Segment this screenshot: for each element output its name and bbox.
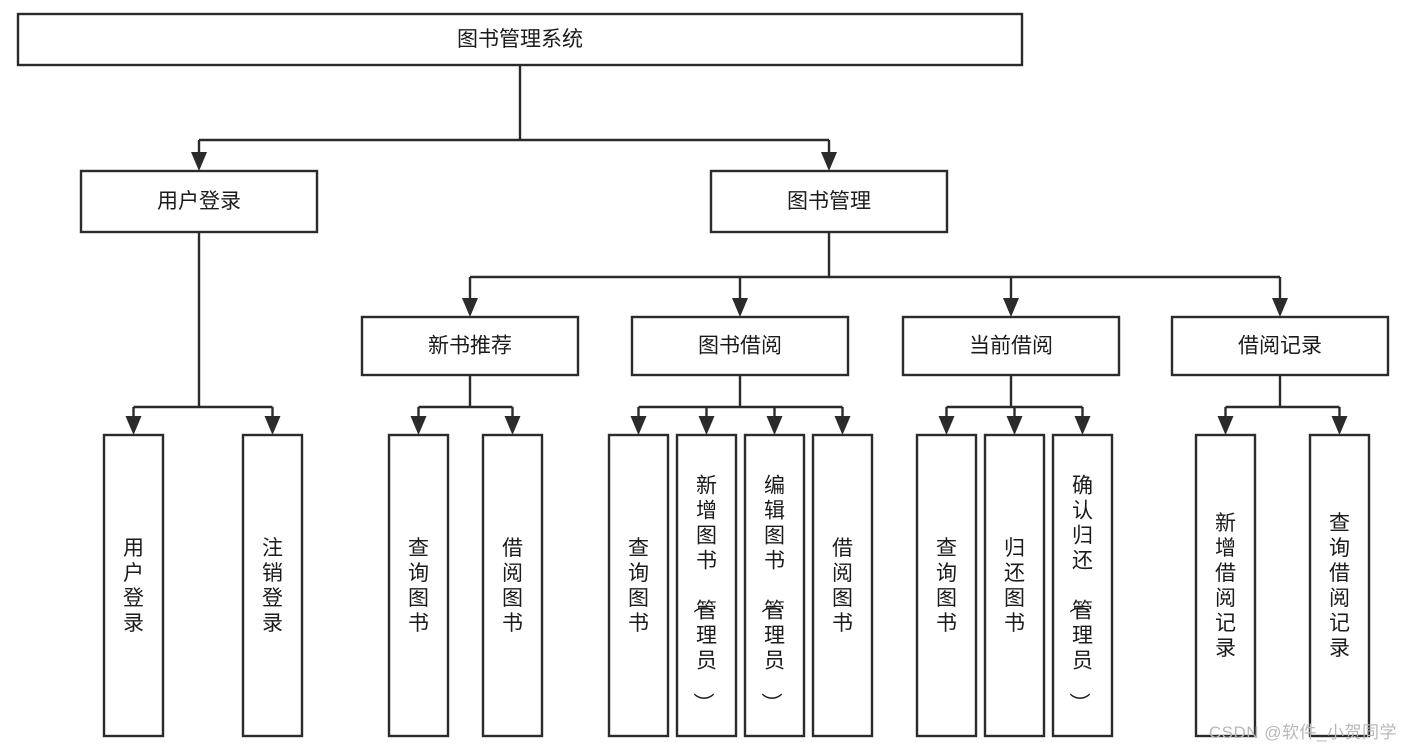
node-box-leaf-borrow-book-1[interactable] (481, 433, 544, 738)
node-leaf-return-book[interactable]: 归还图书 (983, 433, 1046, 738)
node-box-leaf-add-record[interactable] (1194, 433, 1257, 738)
node-book-manage[interactable]: 图书管理 (709, 169, 949, 234)
arrowhead-leaf-query-book-1 (410, 416, 427, 435)
node-leaf-confirm-return[interactable]: 确认归还（管理员） (1051, 433, 1114, 738)
node-label-leaf-borrow-book-1: 借阅图书 (502, 537, 523, 635)
node-box-current-borrow[interactable] (901, 315, 1121, 377)
node-label-current-borrow: 当前借阅 (969, 335, 1053, 358)
node-leaf-logout[interactable]: 注销登录 (241, 433, 304, 738)
node-label-leaf-user-login: 用户登录 (123, 537, 144, 635)
node-label-borrow-record: 借阅记录 (1238, 335, 1322, 358)
node-label-root: 图书管理系统 (457, 28, 583, 51)
node-box-leaf-query-record[interactable] (1308, 433, 1371, 738)
node-label-leaf-query-book-3: 查询图书 (936, 537, 957, 635)
node-box-leaf-query-book-1[interactable] (387, 433, 450, 738)
node-label-leaf-confirm-return: 确认归还（管理员） (1067, 475, 1093, 714)
node-label-leaf-query-book-1: 查询图书 (408, 537, 429, 635)
node-root[interactable]: 图书管理系统 (16, 12, 1024, 67)
node-box-leaf-edit-book[interactable] (743, 433, 806, 738)
node-box-book-borrow[interactable] (630, 315, 850, 377)
arrowhead-leaf-query-book-3 (938, 416, 955, 435)
node-leaf-query-book-1[interactable]: 查询图书 (387, 433, 450, 738)
node-label-leaf-return-book: 归还图书 (1004, 537, 1025, 635)
node-box-leaf-user-login[interactable] (102, 433, 165, 738)
arrowhead-leaf-edit-book (766, 416, 783, 435)
node-leaf-borrow-book-1[interactable]: 借阅图书 (481, 433, 544, 738)
node-box-book-manage[interactable] (709, 169, 949, 234)
node-leaf-add-record[interactable]: 新增借阅记录 (1194, 433, 1257, 738)
node-borrow-record[interactable]: 借阅记录 (1170, 315, 1390, 377)
node-box-leaf-query-book-3[interactable] (915, 433, 978, 738)
arrowhead-current-borrow (1003, 298, 1019, 317)
node-box-leaf-borrow-book-2[interactable] (811, 433, 874, 738)
node-leaf-edit-book[interactable]: 编辑图书（管理员） (743, 433, 806, 738)
arrowhead-leaf-borrow-book-2 (834, 416, 851, 435)
node-current-borrow[interactable]: 当前借阅 (901, 315, 1121, 377)
node-box-leaf-logout[interactable] (241, 433, 304, 738)
arrowhead-book-borrow (732, 298, 748, 317)
node-leaf-query-book-3[interactable]: 查询图书 (915, 433, 978, 738)
arrowhead-leaf-confirm-return (1074, 416, 1091, 435)
node-label-leaf-query-book-2: 查询图书 (628, 537, 649, 635)
node-box-root[interactable] (16, 12, 1024, 67)
node-box-leaf-add-book[interactable] (675, 433, 738, 738)
node-box-new-book-rec[interactable] (360, 315, 580, 377)
node-new-book-rec[interactable]: 新书推荐 (360, 315, 580, 377)
arrowhead-borrow-record (1272, 298, 1288, 317)
node-label-leaf-borrow-book-2: 借阅图书 (832, 537, 853, 635)
arrowhead-leaf-add-book (698, 416, 715, 435)
node-box-leaf-confirm-return[interactable] (1051, 433, 1114, 738)
node-leaf-query-record[interactable]: 查询借阅记录 (1308, 433, 1371, 738)
node-box-user-login[interactable] (79, 169, 319, 234)
node-leaf-borrow-book-2[interactable]: 借阅图书 (811, 433, 874, 738)
csdn-watermark: CSDN @软件_小贺同学 (1208, 723, 1397, 742)
arrowhead-leaf-user-login (125, 416, 142, 435)
node-label-leaf-query-record: 查询借阅记录 (1329, 512, 1350, 660)
node-label-leaf-add-record: 新增借阅记录 (1215, 512, 1236, 660)
arrowhead-leaf-query-book-2 (630, 416, 647, 435)
arrowhead-leaf-query-record (1331, 416, 1348, 435)
arrowhead-leaf-borrow-book-1 (504, 416, 521, 435)
arrowhead-book-manage (821, 152, 837, 171)
node-label-new-book-rec: 新书推荐 (428, 335, 512, 358)
node-box-leaf-return-book[interactable] (983, 433, 1046, 738)
node-box-borrow-record[interactable] (1170, 315, 1390, 377)
node-leaf-user-login[interactable]: 用户登录 (102, 433, 165, 738)
node-label-book-manage: 图书管理 (787, 190, 871, 213)
arrowhead-leaf-logout (264, 416, 281, 435)
arrowhead-new-book-rec (462, 298, 478, 317)
node-box-leaf-query-book-2[interactable] (607, 433, 670, 738)
arrowhead-leaf-add-record (1217, 416, 1234, 435)
node-leaf-add-book[interactable]: 新增图书（管理员） (675, 433, 738, 738)
arrowhead-user-login (191, 152, 207, 171)
node-label-leaf-add-book: 新增图书（管理员） (691, 475, 717, 714)
nodes-layer: 图书管理系统用户登录图书管理新书推荐图书借阅当前借阅借阅记录用户登录注销登录查询… (16, 12, 1390, 738)
node-label-leaf-logout: 注销登录 (262, 537, 283, 635)
node-label-book-borrow: 图书借阅 (698, 335, 782, 358)
arrowhead-leaf-return-book (1006, 416, 1023, 435)
node-leaf-query-book-2[interactable]: 查询图书 (607, 433, 670, 738)
node-book-borrow[interactable]: 图书借阅 (630, 315, 850, 377)
edges-layer (125, 65, 1348, 435)
node-label-user-login: 用户登录 (157, 190, 241, 213)
node-user-login[interactable]: 用户登录 (79, 169, 319, 234)
node-label-leaf-edit-book: 编辑图书（管理员） (759, 475, 785, 714)
